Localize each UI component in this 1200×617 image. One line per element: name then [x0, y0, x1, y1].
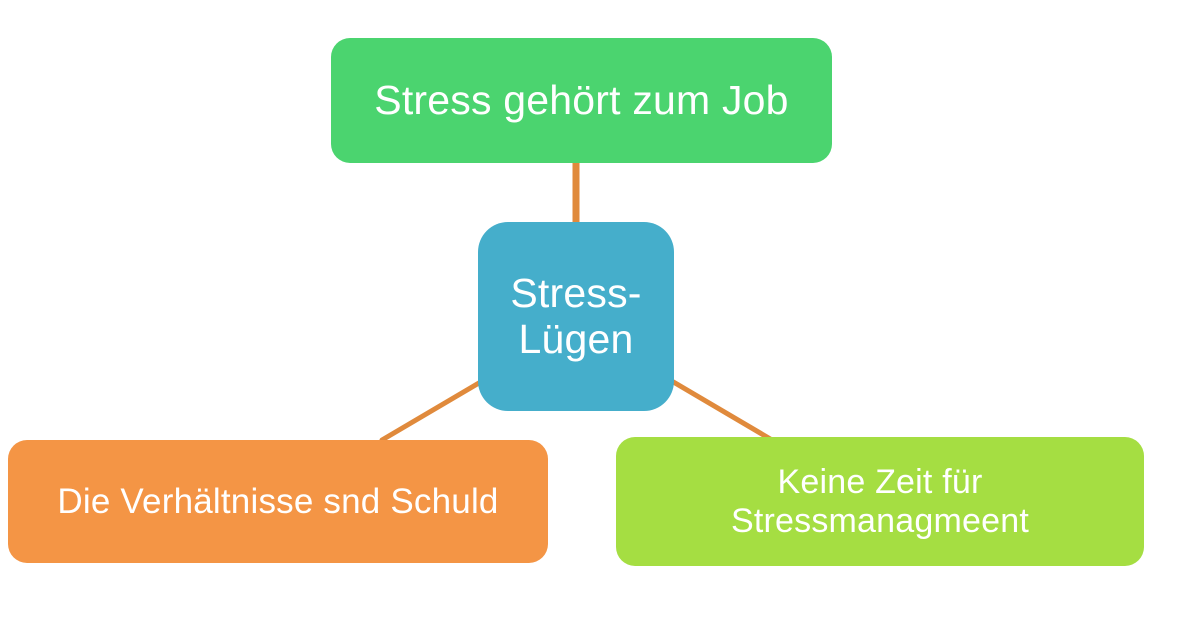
node-die-verhaeltnisse-sind-schuld[interactable]: Die Verhältnisse snd Schuld — [8, 440, 548, 563]
node-left-label: Die Verhältnisse snd Schuld — [57, 481, 499, 521]
node-center-label: Stress- Lügen — [510, 269, 642, 362]
connector-center-to-left — [379, 377, 487, 443]
node-stress-luegen[interactable]: Stress- Lügen — [478, 222, 674, 411]
node-top-label: Stress gehört zum Job — [374, 76, 789, 123]
connector-center-to-right — [667, 377, 775, 443]
node-right-label: Keine Zeit für Stressmanagmeent — [730, 463, 1029, 540]
node-keine-zeit-fuer-stressmanagement[interactable]: Keine Zeit für Stressmanagmeent — [616, 437, 1144, 566]
node-stress-gehoert-zum-job[interactable]: Stress gehört zum Job — [331, 38, 832, 163]
